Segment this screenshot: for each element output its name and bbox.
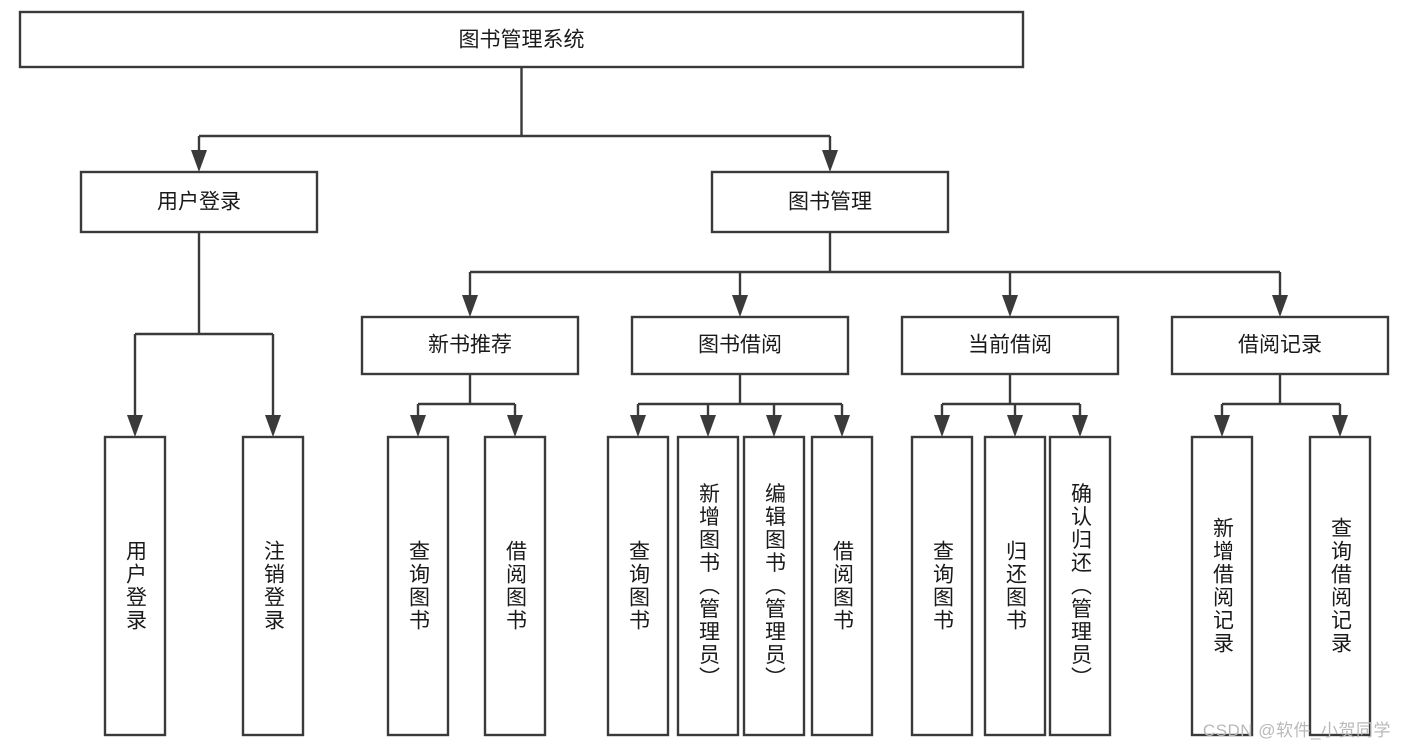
leaf-borrow-book-1-box[interactable] <box>483 435 547 737</box>
leaf-edit-book-label: 编辑图书（管理员） <box>763 483 787 690</box>
arrowhead-leaf-query-book-2 <box>630 415 646 437</box>
leaf-add-book-label: 新增图书（管理员） <box>697 483 721 690</box>
node-root[interactable]: 图书管理系统 <box>18 10 1025 69</box>
node-user-login[interactable]: 用户登录 <box>79 170 319 234</box>
node-current-borrow[interactable]: 当前借阅 <box>900 315 1120 376</box>
leaf-node-add-record[interactable]: 新增借阅记录 <box>1190 435 1254 737</box>
borrow-record-box[interactable] <box>1170 315 1390 376</box>
arrowhead-leaf-return-book <box>1007 415 1023 437</box>
book-borrow-label: 图书借阅 <box>698 334 782 357</box>
leaf-query-book-2-box[interactable] <box>606 435 670 737</box>
leaf-query-book-3-label: 查询图书 <box>931 540 955 632</box>
node-book-borrow[interactable]: 图书借阅 <box>630 315 850 376</box>
leaf-return-book-label: 归还图书 <box>1004 540 1028 632</box>
leaf-confirm-return-label: 确认归还（管理员） <box>1069 483 1093 690</box>
arrowhead-book-borrow <box>732 295 748 317</box>
leaf-query-book-1-label: 查询图书 <box>407 540 431 632</box>
book-manage-box[interactable] <box>710 170 950 234</box>
arrowhead-leaf-add-book <box>700 415 716 437</box>
leaf-node-borrow-book-2[interactable]: 借阅图书 <box>810 435 874 737</box>
leaf-query-book-2-label: 查询图书 <box>627 540 651 632</box>
arrowhead-leaf-user-login <box>127 415 143 437</box>
arrowhead-leaf-query-book-1 <box>410 415 426 437</box>
arrowhead-leaf-user-logout <box>265 415 281 437</box>
arrowhead-leaf-borrow-book-2 <box>834 415 850 437</box>
leaf-borrow-book-1-label: 借阅图书 <box>504 540 528 632</box>
leaf-node-edit-book[interactable]: 编辑图书（管理员） <box>742 435 806 737</box>
current-borrow-box[interactable] <box>900 315 1120 376</box>
arrowhead-leaf-confirm-return <box>1072 415 1088 437</box>
borrow-record-label: 借阅记录 <box>1238 334 1322 357</box>
node-borrow-record[interactable]: 借阅记录 <box>1170 315 1390 376</box>
leaf-query-book-1-box[interactable] <box>386 435 450 737</box>
arrowhead-new-book-recommend <box>462 295 478 317</box>
new-book-recommend-box[interactable] <box>360 315 580 376</box>
leaf-edit-book-box[interactable] <box>742 435 806 737</box>
arrowhead-leaf-borrow-book-1 <box>507 415 523 437</box>
leaf-node-user-logout[interactable]: 注销登录 <box>241 435 305 737</box>
arrowhead-leaf-query-book-3 <box>934 415 950 437</box>
arrowhead-leaf-edit-book <box>766 415 782 437</box>
leaf-node-return-book[interactable]: 归还图书 <box>983 435 1047 737</box>
root-label: 图书管理系统 <box>459 29 585 52</box>
leaf-query-record-box[interactable] <box>1308 435 1372 737</box>
arrowhead-leaf-query-record <box>1332 415 1348 437</box>
leaf-node-add-book[interactable]: 新增图书（管理员） <box>676 435 740 737</box>
leaf-add-record-box[interactable] <box>1190 435 1254 737</box>
leaf-user-logout-label: 注销登录 <box>262 540 286 632</box>
leaf-node-confirm-return[interactable]: 确认归还（管理员） <box>1048 435 1112 737</box>
leaf-query-book-3-box[interactable] <box>910 435 974 737</box>
leaf-borrow-book-2-box[interactable] <box>810 435 874 737</box>
leaf-user-login-box[interactable] <box>103 435 167 737</box>
leaf-node-user-login[interactable]: 用户登录 <box>103 435 167 737</box>
leaf-add-record-label: 新增借阅记录 <box>1211 517 1235 655</box>
leaf-node-borrow-book-1[interactable]: 借阅图书 <box>483 435 547 737</box>
current-borrow-label: 当前借阅 <box>968 334 1052 357</box>
arrowhead-leaf-add-record <box>1214 415 1230 437</box>
book-manage-label: 图书管理 <box>788 191 872 214</box>
node-new-book-recommend[interactable]: 新书推荐 <box>360 315 580 376</box>
node-book-manage[interactable]: 图书管理 <box>710 170 950 234</box>
arrowhead-user-login <box>191 150 207 172</box>
arrowhead-borrow-record <box>1272 295 1288 317</box>
root-box[interactable] <box>18 10 1025 69</box>
leaf-node-query-record[interactable]: 查询借阅记录 <box>1308 435 1372 737</box>
arrowhead-book-manage <box>822 150 838 172</box>
leaf-node-query-book-2[interactable]: 查询图书 <box>606 435 670 737</box>
connector-layer <box>127 67 1348 437</box>
leaf-query-record-label: 查询借阅记录 <box>1329 517 1353 655</box>
user-login-label: 用户登录 <box>157 191 241 214</box>
leaf-user-logout-box[interactable] <box>241 435 305 737</box>
new-book-recommend-label: 新书推荐 <box>428 334 512 357</box>
arrowhead-current-borrow <box>1002 295 1018 317</box>
leaf-add-book-box[interactable] <box>676 435 740 737</box>
leaf-node-query-book-1[interactable]: 查询图书 <box>386 435 450 737</box>
leaf-user-login-label: 用户登录 <box>124 540 148 632</box>
leaf-borrow-book-2-label: 借阅图书 <box>831 540 855 632</box>
user-login-box[interactable] <box>79 170 319 234</box>
book-borrow-box[interactable] <box>630 315 850 376</box>
leaf-node-query-book-3[interactable]: 查询图书 <box>910 435 974 737</box>
leaf-return-book-box[interactable] <box>983 435 1047 737</box>
leaf-confirm-return-box[interactable] <box>1048 435 1112 737</box>
